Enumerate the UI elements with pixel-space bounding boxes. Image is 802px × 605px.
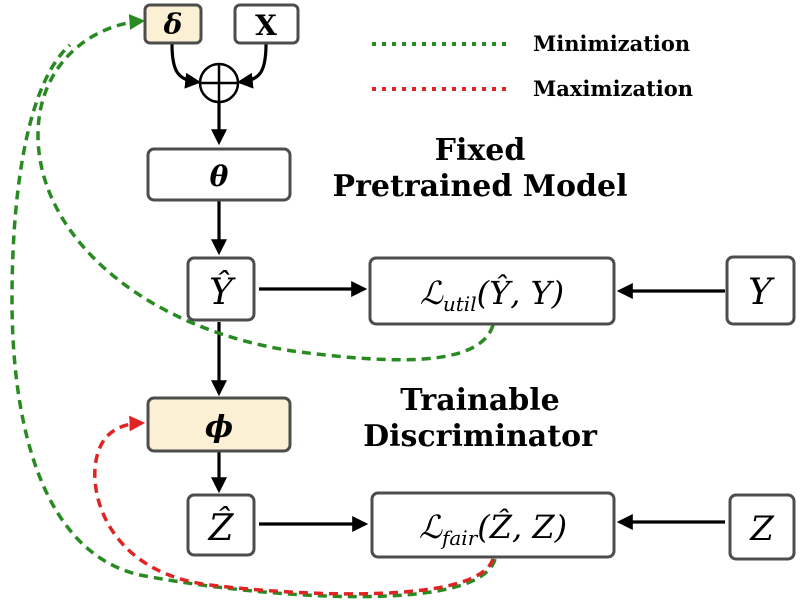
trainable-label-line1: Trainable: [400, 383, 560, 418]
loss-fair-script: ℒ: [419, 508, 443, 546]
minimization-curve-loss-util: [36, 14, 495, 362]
node-z: Z: [728, 493, 796, 561]
svg-text:ℒutil(Ŷ, Y): ℒutil(Ŷ, Y): [420, 274, 564, 316]
minimization-curve-loss-fair: [10, 43, 497, 599]
loss-util-args: (Ŷ, Y): [477, 274, 565, 312]
node-theta: θ: [146, 147, 292, 202]
node-loss-util: ℒutil(Ŷ, Y): [368, 256, 616, 326]
arrow-delta-to-oplus: [170, 43, 202, 89]
node-phi: ϕ: [146, 396, 292, 453]
svg-text:ℒfair(Ẑ, Z): ℒfair(Ẑ, Z): [419, 508, 567, 550]
y-hat-symbol: Ŷ: [209, 271, 236, 313]
loss-util-script: ℒ: [420, 274, 444, 312]
node-z-hat: Ẑ: [186, 493, 256, 557]
node-delta: δ: [143, 3, 203, 45]
z-symbol: Z: [749, 509, 775, 549]
arrow-x-to-oplus: [236, 43, 268, 89]
theta-symbol: θ: [210, 160, 229, 193]
loss-util-subscript: util: [443, 292, 477, 316]
gradient-curves: [10, 14, 497, 599]
z-hat-symbol: Ẑ: [207, 507, 234, 549]
node-loss-fair: ℒfair(Ẑ, Z): [370, 491, 616, 559]
delta-symbol: δ: [163, 8, 183, 41]
loss-fair-subscript: fair: [440, 526, 479, 550]
node-oplus: [198, 62, 240, 104]
loss-fair-args: (Ẑ, Z): [477, 508, 567, 546]
legend-maximization-label: Maximization: [533, 76, 693, 101]
fixed-label-line1: Fixed: [435, 133, 526, 168]
forward-arrows: [170, 43, 725, 532]
legend-minimization-label: Minimization: [533, 31, 690, 56]
legend: Minimization Maximization: [372, 31, 693, 101]
node-y-hat: Ŷ: [186, 256, 256, 322]
node-x: X: [233, 3, 300, 45]
node-y: Y: [725, 255, 796, 326]
x-symbol: X: [255, 9, 277, 42]
fixed-label-line2: Pretrained Model: [333, 169, 628, 204]
y-symbol: Y: [748, 272, 775, 313]
trainable-label-line2: Discriminator: [363, 419, 598, 454]
phi-symbol: ϕ: [205, 410, 233, 445]
